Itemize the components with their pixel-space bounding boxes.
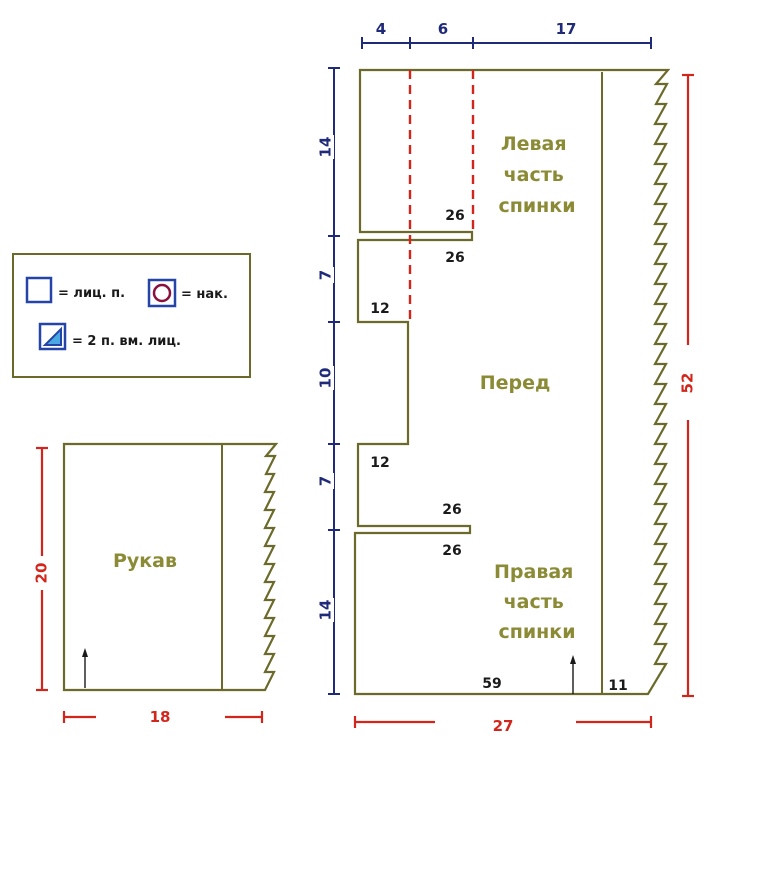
legend-yarn-over-label: = нак. <box>181 287 228 302</box>
side-height-label-5: 14 <box>317 600 335 621</box>
bottom-width-label: 27 <box>493 717 514 735</box>
side-label-bg-1 <box>322 135 334 159</box>
body-piece: Левая часть спинки Перед Правая часть сп… <box>317 20 697 735</box>
side-label-bg-5 <box>322 598 334 622</box>
stitch-count-main: 59 <box>482 676 501 692</box>
side-label-bg-4 <box>322 473 334 489</box>
body-arrow-head <box>570 655 576 664</box>
body-outline <box>353 68 671 696</box>
side-height-label-1: 14 <box>317 137 335 158</box>
k2tog-icon <box>38 322 67 351</box>
sleeve-height-label-bg <box>32 556 52 590</box>
stitch-count-armhole-top: 12 <box>370 301 389 317</box>
top-width-dimensions: 4 6 17 <box>361 20 652 49</box>
top-width-label-2: 6 <box>438 20 448 38</box>
sleeve-outline <box>62 442 279 692</box>
bottom-width-dimension: 27 <box>353 716 653 735</box>
sleeve-arrow-head <box>82 648 88 657</box>
side-label-bg-2 <box>322 267 334 283</box>
stitch-count-lower-outer: 26 <box>442 543 461 559</box>
sleeve-height-label: 20 <box>33 563 51 584</box>
total-height-label: 52 <box>679 373 697 394</box>
stitch-count-upper-inner: 26 <box>445 208 464 224</box>
side-label-bg-3 <box>322 366 334 390</box>
side-height-label-4: 7 <box>317 476 335 486</box>
knit-stitch-icon <box>25 276 53 304</box>
stitch-count-lower-inner: 26 <box>442 502 461 518</box>
yarn-over-symbol-box <box>147 278 177 308</box>
sleeve-piece: Рукав 20 18 <box>32 442 279 726</box>
stitch-count-edge: 11 <box>608 678 627 694</box>
legend-k2tog-label: = 2 п. вм. лиц. <box>72 334 181 349</box>
stitch-count-armhole-bottom: 12 <box>370 455 389 471</box>
legend-box <box>12 253 251 378</box>
total-height-dimension: 52 <box>679 73 697 698</box>
legend-knit-label: = лиц. п. <box>58 286 125 301</box>
yarn-over-icon <box>152 283 172 303</box>
front-label: Перед <box>480 372 551 394</box>
left-back-label: Левая часть спинки <box>498 133 575 217</box>
side-height-label-3: 10 <box>317 368 335 389</box>
sleeve-label: Рукав <box>113 550 177 572</box>
top-width-label-1: 4 <box>376 20 386 38</box>
top-width-label-3: 17 <box>556 20 577 38</box>
right-back-label: Правая часть спинки <box>494 561 580 643</box>
stitch-count-upper-outer: 26 <box>445 250 464 266</box>
side-height-label-2: 7 <box>317 270 335 280</box>
legend: = лиц. п. = нак. = 2 п. вм. лиц. <box>12 253 251 378</box>
sleeve-width-label: 18 <box>150 708 171 726</box>
side-height-dimensions: 14 7 10 7 14 <box>317 67 340 695</box>
